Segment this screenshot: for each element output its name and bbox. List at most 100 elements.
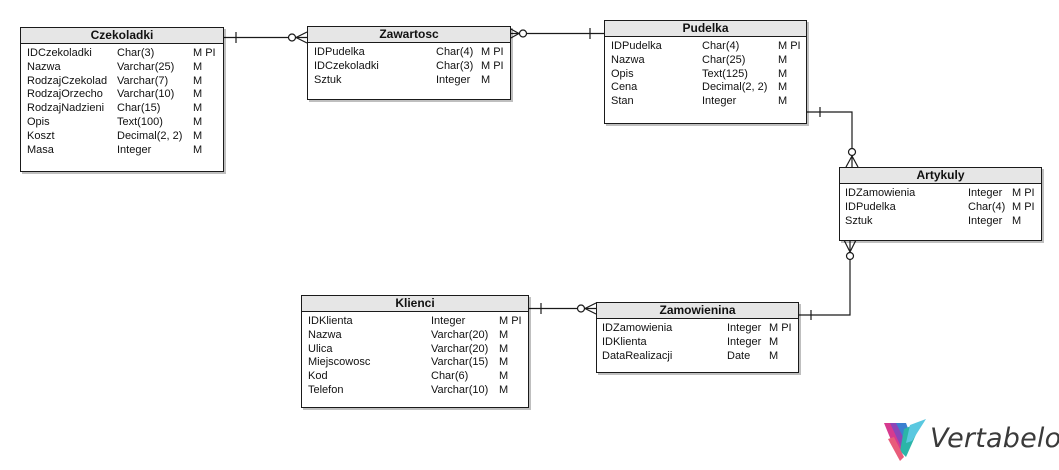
- column-type: Char(25): [702, 53, 746, 66]
- table-title: Artykuly: [840, 168, 1041, 184]
- column-type: Integer: [727, 335, 762, 348]
- column-type: Integer: [436, 73, 471, 86]
- column-name: IDZamowienia: [602, 322, 673, 334]
- column-name: IDCzekoladki: [27, 47, 92, 59]
- vertabelo-logo[interactable]: Vertabelo: [882, 417, 1059, 463]
- column-row: IDKlienta Integer M PI: [302, 315, 528, 329]
- column-type: Text(125): [702, 67, 748, 80]
- column-row: IDZamowienia Integer M PI: [840, 187, 1041, 201]
- column-type: Integer: [117, 143, 152, 156]
- table-title: Pudelka: [605, 21, 806, 37]
- column-type: Integer: [702, 95, 737, 108]
- column-flags: M PI: [1012, 200, 1035, 213]
- column-flags: M PI: [481, 59, 504, 72]
- column-row: Opis Text(125) M: [605, 68, 806, 82]
- table-title: Czekoladki: [21, 28, 223, 44]
- column-flags: M: [499, 370, 509, 383]
- column-name: IDCzekoladki: [314, 59, 379, 72]
- relationship-zamowienina-artykuly: [797, 239, 857, 320]
- column-type: Char(15): [117, 102, 161, 115]
- column-name: Nazwa: [611, 53, 645, 66]
- column-type: Varchar(15): [431, 356, 489, 369]
- column-type: Integer: [968, 187, 1003, 199]
- column-name: Masa: [27, 143, 54, 156]
- column-name: Miejscowosc: [308, 356, 371, 369]
- column-flags: M: [499, 328, 509, 341]
- column-type: Varchar(25): [117, 60, 175, 73]
- column-row: IDCzekoladki Char(3) M PI: [21, 47, 223, 61]
- column-row: Sztuk Integer M: [840, 215, 1041, 229]
- column-name: Opis: [611, 67, 634, 80]
- column-name: Cena: [611, 81, 638, 94]
- column-flags: M: [193, 88, 203, 101]
- column-name: RodzajCzekolad: [27, 74, 108, 87]
- column-type: Char(4): [968, 200, 1006, 213]
- column-type: Varchar(10): [117, 88, 175, 101]
- table-title: Klienci: [302, 296, 528, 312]
- column-name: IDPudelka: [845, 200, 896, 213]
- column-flags: M PI: [1012, 187, 1035, 199]
- column-flags: M: [769, 349, 779, 362]
- column-flags: M: [499, 342, 509, 355]
- column-flags: M PI: [499, 315, 522, 327]
- column-flags: M: [778, 81, 788, 94]
- column-flags: M: [769, 335, 779, 348]
- column-name: Sztuk: [314, 73, 342, 86]
- relationship-klienci-zamowienina: [527, 302, 597, 315]
- column-name: Koszt: [27, 129, 55, 142]
- column-type: Char(4): [702, 40, 740, 52]
- column-type: Char(3): [117, 47, 155, 59]
- relationship-czekoladki-zawartosc: [222, 31, 308, 44]
- column-type: Varchar(10): [431, 383, 489, 396]
- column-name: IDPudelka: [314, 46, 365, 58]
- column-type: Decimal(2, 2): [117, 129, 183, 142]
- column-name: IDPudelka: [611, 40, 662, 52]
- column-name: Nazwa: [308, 328, 342, 341]
- column-name: Nazwa: [27, 60, 61, 73]
- column-name: Opis: [27, 115, 50, 128]
- column-type: Integer: [431, 315, 466, 327]
- column-type: Integer: [727, 322, 762, 334]
- column-flags: M: [499, 356, 509, 369]
- column-type: Text(100): [117, 115, 163, 128]
- column-flags: M: [193, 115, 203, 128]
- column-name: IDZamowienia: [845, 187, 916, 199]
- relationship-pudelka-zawartosc: [508, 27, 604, 40]
- column-type: Char(3): [436, 59, 474, 72]
- column-flags: M PI: [778, 40, 801, 52]
- logo-text: Vertabelo: [930, 423, 1059, 454]
- column-flags: M: [193, 102, 203, 115]
- column-flags: M: [1012, 214, 1022, 227]
- column-name: IDKlienta: [308, 315, 353, 327]
- column-type: Date: [727, 349, 751, 362]
- column-flags: M: [193, 74, 203, 87]
- table-czekoladki[interactable]: Czekoladki IDCzekoladki Char(3) M PI Nazwa…: [20, 27, 224, 172]
- column-row: Miejscowosc Varchar(15) M: [302, 356, 528, 370]
- column-name: Sztuk: [845, 214, 873, 227]
- column-flags: M: [778, 53, 788, 66]
- column-flags: M PI: [193, 47, 216, 59]
- column-row: IDPudelka Char(4) M PI: [605, 40, 806, 54]
- column-type: Char(6): [431, 370, 469, 383]
- table-pudelka[interactable]: Pudelka IDPudelka Char(4) M PI Nazwa Char(2…: [604, 20, 807, 124]
- column-type: Integer: [968, 214, 1003, 227]
- column-flags: M: [778, 67, 788, 80]
